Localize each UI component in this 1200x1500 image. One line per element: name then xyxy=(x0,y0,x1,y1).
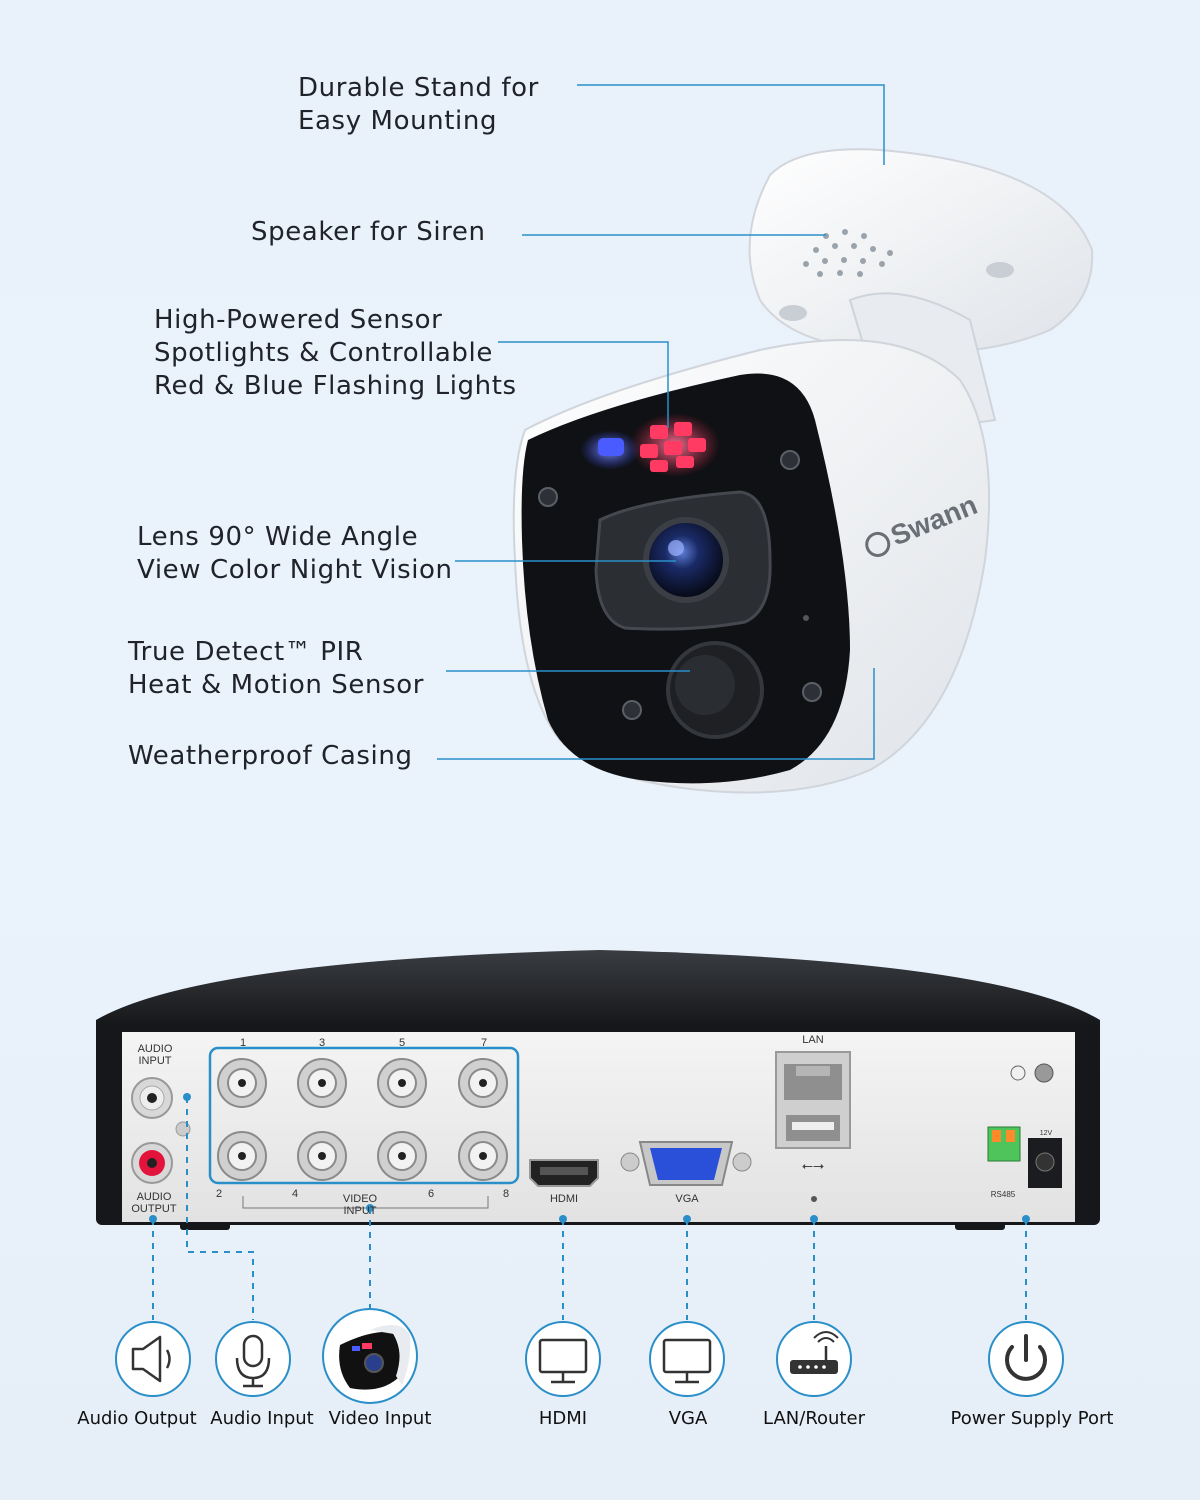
callout-speaker: Speaker for Siren xyxy=(251,217,486,247)
video-input-label: VIDEO INPUT xyxy=(342,1193,378,1217)
audio-output-port xyxy=(131,1142,173,1184)
label-vga: VGA xyxy=(668,1408,708,1429)
callout-stand: Durable Stand for Easy Mounting xyxy=(298,73,539,136)
audio-input-label: AUDIO INPUT xyxy=(137,1043,173,1067)
video-input-group xyxy=(208,1046,520,1185)
monitor-icon xyxy=(649,1321,725,1397)
audio-input-port xyxy=(131,1077,173,1119)
dvr-recorder: ⭠⭢ xyxy=(96,950,1100,1230)
label-audio-input: Audio Input xyxy=(210,1408,314,1429)
channel-number: 8 xyxy=(503,1188,510,1200)
channel-number: 6 xyxy=(428,1188,435,1200)
lan-label: LAN xyxy=(802,1034,824,1046)
connector-icons xyxy=(115,1308,1064,1404)
label-audio-output: Audio Output xyxy=(77,1408,197,1429)
camera-icon xyxy=(322,1308,418,1404)
microphone-icon xyxy=(215,1321,291,1397)
callout-spotlight: High-Powered Sensor Spotlights & Control… xyxy=(154,305,517,401)
vga-port xyxy=(620,1141,752,1186)
lens xyxy=(643,517,729,603)
channel-number: 1 xyxy=(240,1037,247,1049)
dvr-back-panel xyxy=(122,1032,1075,1222)
label-power-supply: Power Supply Port xyxy=(950,1408,1114,1429)
speaker-icon xyxy=(115,1321,191,1397)
speaker-grille xyxy=(803,229,893,277)
channel-number: 2 xyxy=(216,1188,223,1200)
label-video-input: Video Input xyxy=(328,1408,432,1429)
monitor-icon xyxy=(525,1321,601,1397)
audio-output-label: AUDIO OUTPUT xyxy=(131,1191,177,1215)
connector-leaders xyxy=(152,1097,1027,1320)
hdmi-label: HDMI xyxy=(549,1193,579,1205)
vga-label: VGA xyxy=(675,1193,699,1205)
router-icon xyxy=(776,1321,852,1397)
callout-pir: True Detect™ PIR Heat & Motion Sensor xyxy=(128,637,425,700)
channel-number: 5 xyxy=(399,1037,406,1049)
lan-usb-ports xyxy=(775,1051,851,1149)
callout-leaders xyxy=(437,84,885,760)
callout-lens: Lens 90° Wide Angle View Color Night Vis… xyxy=(137,522,453,585)
screws xyxy=(538,450,822,720)
camera: Swann xyxy=(512,148,1094,794)
usb-icon: ⭠⭢ xyxy=(802,1158,824,1174)
bnc-connectors xyxy=(217,1058,508,1181)
mount-base xyxy=(748,148,1094,354)
channel-number: 3 xyxy=(319,1037,326,1049)
label-hdmi: HDMI xyxy=(538,1408,588,1429)
power-rating-label: 12V xyxy=(1039,1130,1053,1137)
channel-number: 7 xyxy=(481,1037,488,1049)
label-lan-router: LAN/Router xyxy=(763,1408,865,1429)
dvr-top-cover xyxy=(96,950,1100,1030)
rs485-label: RS485 xyxy=(990,1190,1016,1199)
channel-number: 4 xyxy=(292,1188,299,1200)
red-blue-spotlight xyxy=(580,413,720,477)
callout-casing: Weatherproof Casing xyxy=(128,741,413,771)
power-icon xyxy=(988,1321,1064,1397)
